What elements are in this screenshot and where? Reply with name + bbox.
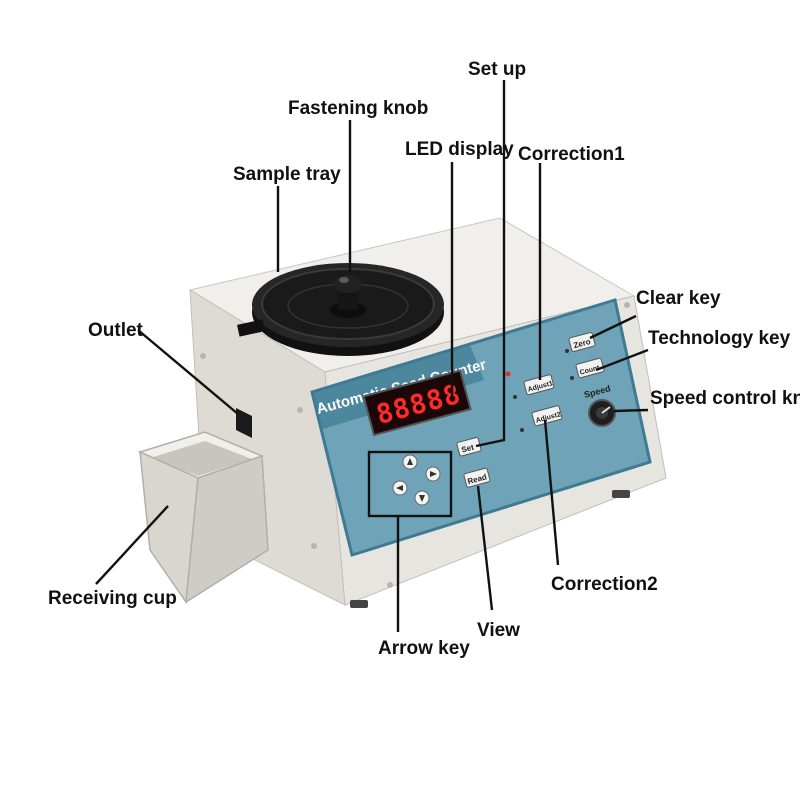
label-arrow-key: Arrow key: [378, 638, 470, 659]
speed-control-knob[interactable]: [588, 399, 616, 427]
label-receiving-cup: Receiving cup: [48, 588, 177, 609]
label-technology-key: Technology key: [648, 328, 791, 349]
indicator-dot: [513, 395, 517, 399]
arrow-down-icon: [419, 495, 425, 502]
label-correction2: Correction2: [551, 574, 658, 595]
leader-clear-key: [589, 314, 637, 340]
label-fastening-knob: Fastening knob: [288, 98, 428, 119]
receiving-cup: [137, 431, 269, 605]
leader-set-up: [475, 80, 506, 448]
indicator-dot: [520, 428, 524, 432]
arrow-key-pad: [367, 450, 453, 518]
technology-key[interactable]: Count: [575, 357, 605, 379]
control-panel: Automatic Seed Counter 88888 Set Read: [310, 298, 652, 557]
indicator-dot: [505, 371, 511, 377]
leader-speed-control-knob: [613, 408, 649, 413]
label-speed-control-knob: Speed control knob: [650, 388, 800, 409]
fastening-knob[interactable]: [330, 275, 366, 318]
leader-receiving-cup: [95, 505, 169, 585]
label-clear-key: Clear key: [636, 288, 721, 309]
label-correction1: Correction1: [518, 144, 625, 165]
leader-outlet: [137, 329, 239, 415]
leader-technology-key: [595, 348, 649, 372]
outlet-slot: [236, 408, 252, 438]
indicator-dot: [570, 376, 574, 380]
correction2-key[interactable]: Adjust2: [531, 405, 563, 427]
correction1-key[interactable]: Adjust1: [523, 374, 555, 396]
label-view: View: [477, 620, 520, 641]
arrow-left-icon: [396, 485, 403, 491]
leader-view: [476, 485, 494, 611]
arrow-up-icon: [407, 458, 413, 465]
arrow-right-icon: [430, 471, 437, 477]
leader-correction2: [543, 419, 560, 566]
clear-key-label: Zero: [573, 337, 592, 350]
label-outlet: Outlet: [88, 320, 144, 341]
leader-lines: [95, 80, 649, 632]
sample-tray: [237, 263, 444, 356]
indicator-dot: [565, 349, 569, 353]
callout-labels: Set up Fastening knob LED display Correc…: [48, 59, 800, 659]
clear-key[interactable]: Zero: [568, 332, 596, 352]
set-key[interactable]: Set: [456, 437, 482, 457]
label-sample-tray: Sample tray: [233, 164, 341, 185]
set-key-label: Set: [460, 443, 475, 455]
read-key[interactable]: Read: [463, 467, 491, 488]
label-led-display: LED display: [405, 139, 514, 160]
label-set-up: Set up: [468, 59, 526, 80]
